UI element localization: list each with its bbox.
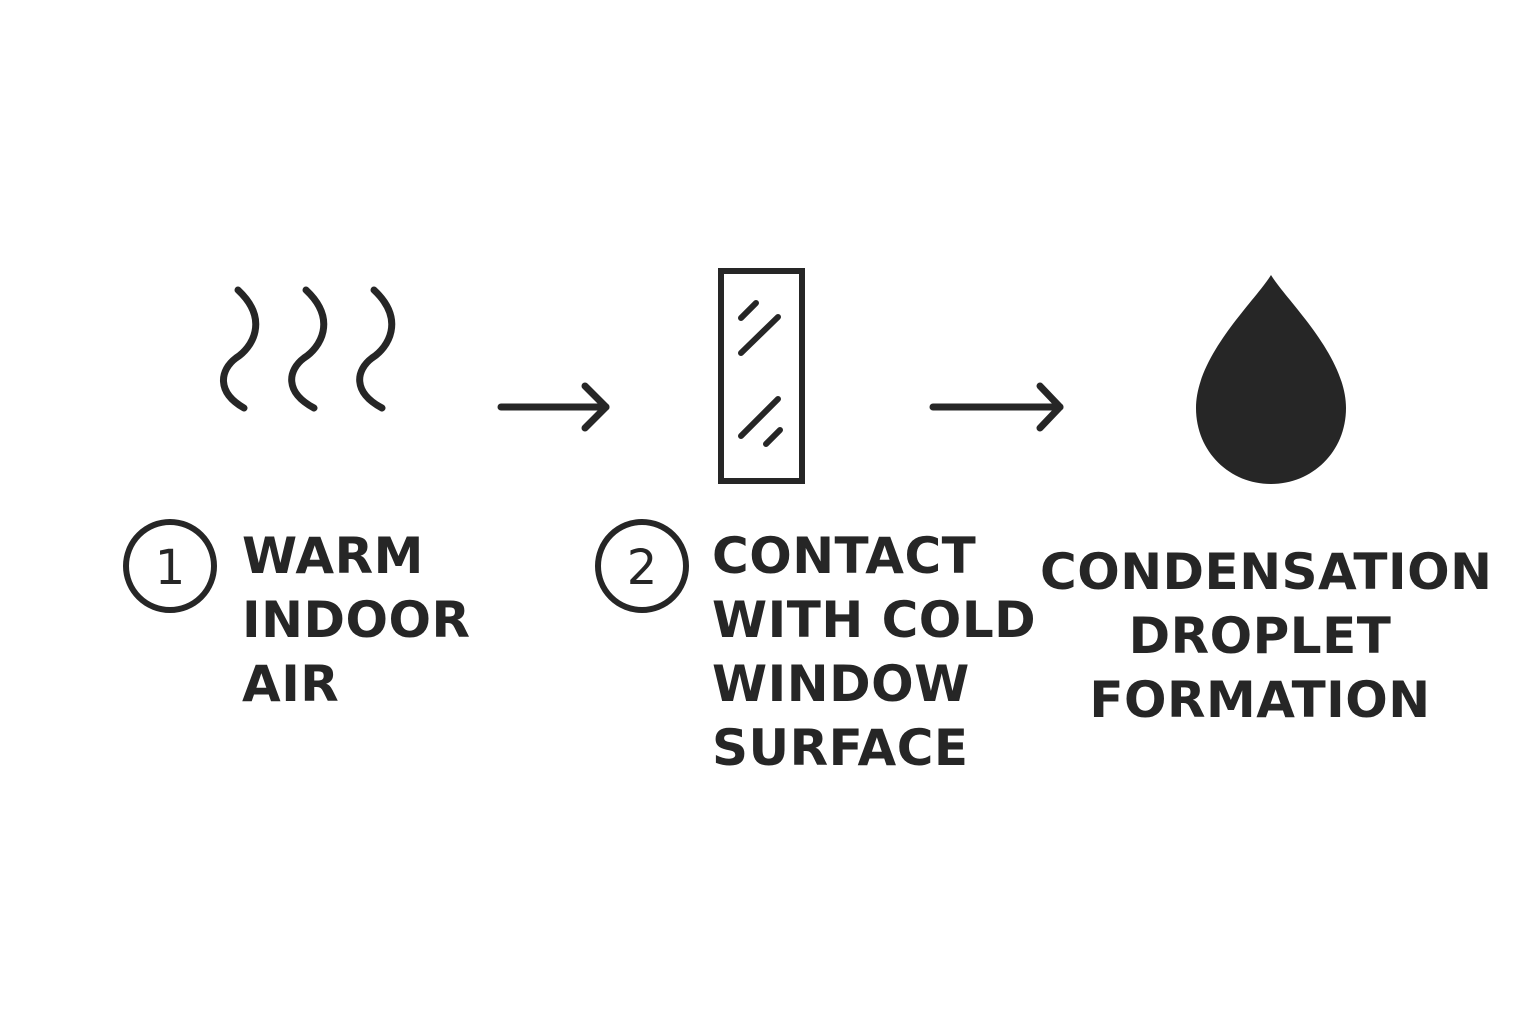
label-line: INDOOR <box>242 591 471 649</box>
glass-glint <box>738 396 781 439</box>
label-line: SURFACE <box>712 719 969 777</box>
label-line: CONDENSATION <box>1040 543 1493 601</box>
step-badge-circle <box>123 519 217 613</box>
step-3-label: CONDENSATION DROPLET FORMATION <box>1040 540 1493 732</box>
step-number: 1 <box>155 540 186 596</box>
air-wave-2 <box>288 286 328 412</box>
arrow-right-icon <box>497 382 610 432</box>
step-2-badge: 2 <box>595 519 689 613</box>
glass-glint <box>738 314 781 356</box>
glass-glint <box>738 300 759 321</box>
label-line: AIR <box>242 655 340 713</box>
step-badge-circle <box>595 519 689 613</box>
water-droplet-icon <box>1196 275 1346 484</box>
step-1-badge: 1 <box>123 519 217 613</box>
label-line: WARM <box>242 527 424 585</box>
glass-glint <box>763 427 783 447</box>
label-line: WINDOW <box>712 655 970 713</box>
label-line: CONTACT <box>712 527 977 585</box>
air-wave-1 <box>220 286 260 412</box>
label-line: WITH COLD <box>712 591 1037 649</box>
step-2-label: CONTACT WITH COLD WINDOW SURFACE <box>712 524 1036 780</box>
step-1-label: WARM INDOOR AIR <box>242 524 470 716</box>
window-pane-icon <box>718 268 805 484</box>
air-wave-3 <box>356 286 396 412</box>
window-frame <box>718 268 805 484</box>
arrow-right-icon <box>929 382 1064 432</box>
warm-air-wave-icon <box>220 286 396 412</box>
label-line: FORMATION <box>1089 671 1431 729</box>
label-line: DROPLET <box>1128 607 1392 665</box>
step-number: 2 <box>627 540 658 596</box>
